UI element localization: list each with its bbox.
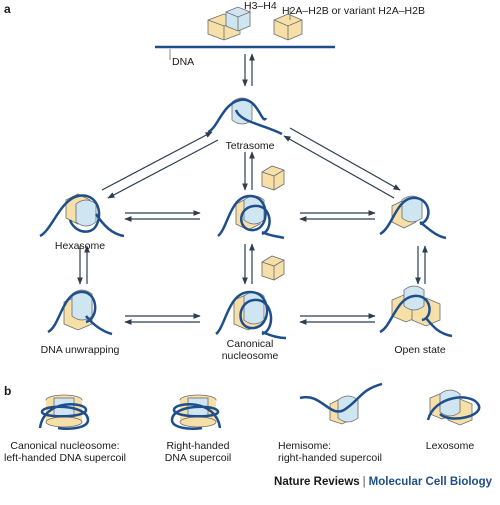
panel-a-label: a bbox=[4, 2, 11, 16]
dimer-floating-2 bbox=[261, 255, 285, 281]
variant-hemisome-graphic bbox=[299, 382, 383, 425]
tetrasome-label: Tetrasome bbox=[225, 140, 275, 152]
legend-dna-label: DNA bbox=[172, 56, 195, 68]
footer-separator: | bbox=[362, 476, 366, 488]
open-state-graphic bbox=[379, 285, 453, 338]
open-state-label: Open state bbox=[394, 344, 446, 356]
variant-right-line1: Right-handed bbox=[166, 440, 230, 452]
variant-hemisome-line1: Hemisome: bbox=[278, 440, 332, 452]
legend-h2a-cube-2 bbox=[273, 13, 303, 41]
variant-right-line2: DNA supercoil bbox=[164, 452, 232, 464]
variant-hemisome-line2: right-handed supercoil bbox=[278, 452, 382, 464]
legend-h2a-label: H2A–H2B or variant H2A–H2B bbox=[282, 5, 425, 17]
variant-canonical-line1: Canonical nucleosome: bbox=[10, 440, 120, 452]
canonical-nucleosome-graphic bbox=[215, 290, 287, 340]
hexasome-label: Hexasome bbox=[54, 240, 106, 252]
variant-lexosome-graphic bbox=[426, 389, 481, 426]
variant-canonical-line2: left-handed DNA supercoil bbox=[4, 452, 126, 464]
hexasome-graphic bbox=[39, 193, 125, 238]
variant-lexosome-label: Lexosome bbox=[425, 440, 475, 452]
footer: Nature Reviews|Molecular Cell Biology bbox=[274, 476, 492, 488]
footer-subtitle: Molecular Cell Biology bbox=[368, 476, 492, 488]
dna-unwrapping-graphic bbox=[47, 289, 113, 336]
arrows bbox=[77, 53, 428, 325]
legend-h3h4-cube bbox=[225, 6, 251, 32]
variant-canonical-graphic bbox=[38, 394, 90, 430]
dimer-floating-1 bbox=[261, 165, 285, 191]
footer-journal: Nature Reviews bbox=[274, 476, 360, 488]
canonical-label-line1: Canonical bbox=[226, 338, 274, 350]
tetrasome-graphic bbox=[207, 97, 283, 136]
dna-unwrapping-label: DNA unwrapping bbox=[40, 344, 120, 356]
variant-right-handed-graphic bbox=[170, 394, 222, 430]
canonical-label-line2: nucleosome bbox=[221, 350, 279, 362]
intermediate-right-graphic bbox=[379, 195, 447, 240]
nucleosome-mid-graphic bbox=[217, 194, 285, 240]
legend-h3h4-label: H3–H4 bbox=[244, 0, 277, 12]
panel-b-label: b bbox=[4, 384, 12, 398]
